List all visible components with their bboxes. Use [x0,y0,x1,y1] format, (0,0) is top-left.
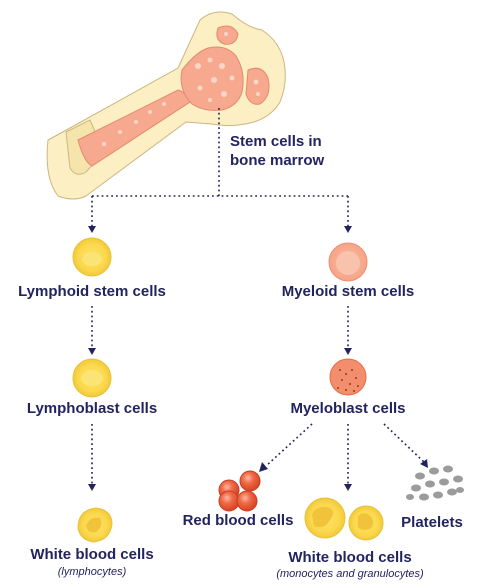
stem-cells-label-line1: Stem cells in [230,133,322,150]
platelets [406,465,464,501]
red-blood-cells [218,470,261,512]
bone-illustration [46,11,286,200]
white-blood-cells-left-label: White blood cells [30,546,153,563]
stem-cells-label-line2: bone marrow [230,152,325,169]
myeloblast-cell [329,358,367,396]
myeloid-stem-cells-label: Myeloid stem cells [282,283,415,300]
white-blood-cells-left-sublabel: (lymphocytes) [58,566,127,578]
myeloid-stem-cell [328,242,368,282]
monocyte-granulocyte-cells [304,497,384,541]
lymphoblast-cell [72,358,112,398]
lymphocyte-cell [77,507,113,543]
platelets-label: Platelets [401,514,463,531]
lymphoblast-cells-label: Lymphoblast cells [27,400,157,417]
marrow-pores [102,32,260,146]
marrow-head-lobe [245,67,270,105]
red-blood-cells-label: Red blood cells [183,512,294,529]
lymphoid-stem-cell [72,237,112,277]
connectors [88,108,428,491]
lymphoid-stem-cells-label: Lymphoid stem cells [18,283,166,300]
white-blood-cells-right-label: White blood cells [288,549,411,566]
white-blood-cells-right-sublabel: (monocytes and granulocytes) [276,568,424,580]
myeloblast-cells-label: Myeloblast cells [290,400,405,417]
